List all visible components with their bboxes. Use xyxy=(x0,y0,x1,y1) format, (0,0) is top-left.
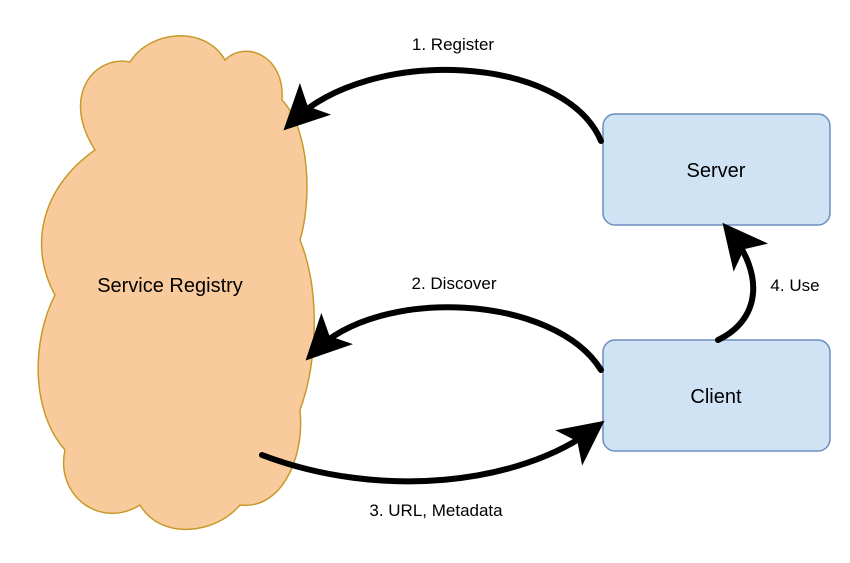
url-metadata-arrow xyxy=(259,420,605,485)
service-registry-node[interactable]: Service Registry xyxy=(37,35,315,531)
client-label: Client xyxy=(690,386,742,408)
edge-discover: 2. Discover xyxy=(305,274,604,373)
server-node[interactable]: Server xyxy=(602,113,831,226)
register-arrow xyxy=(283,66,604,144)
url-metadata-label: 3. URL, Metadata xyxy=(369,501,503,520)
client-node[interactable]: Client xyxy=(602,339,831,452)
discover-label: 2. Discover xyxy=(411,274,496,293)
use-label: 4. Use xyxy=(770,276,819,295)
service-registry-label: Service Registry xyxy=(97,275,243,297)
edge-url-metadata: 3. URL, Metadata xyxy=(259,420,605,520)
edge-register: 1. Register xyxy=(283,35,604,144)
server-label: Server xyxy=(687,160,746,182)
server-box xyxy=(602,113,831,226)
discover-arrow xyxy=(305,304,604,373)
register-label: 1. Register xyxy=(412,35,495,54)
cloud-shape xyxy=(37,35,315,531)
edge-use: 4. Use xyxy=(715,222,820,343)
use-arrow xyxy=(715,222,769,343)
